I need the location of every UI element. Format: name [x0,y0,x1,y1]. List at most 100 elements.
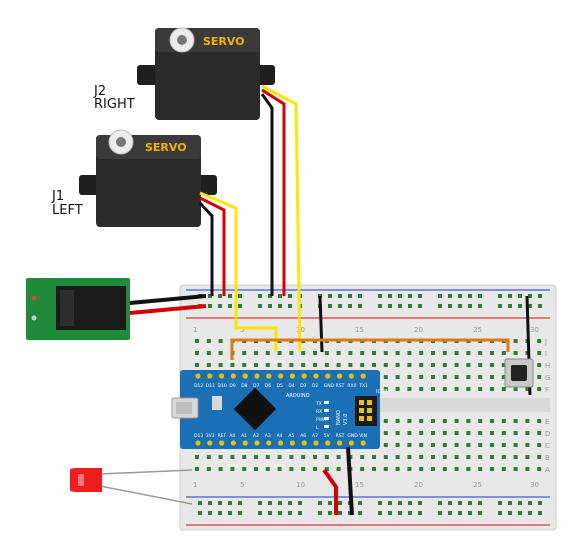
breadboard-hole [501,419,506,423]
breadboard-hole [383,419,388,423]
row-letter-i: I [545,350,547,358]
breadboard-hole [206,455,211,459]
breadboard-hole [289,467,294,471]
breadboard-hole [301,455,306,459]
arduino-bottom-pin-label: A2 [253,433,259,439]
row-letter-g: G [545,374,550,382]
breadboard-hole [508,304,512,308]
breadboard-hole [277,363,282,367]
breadboard-hole [288,501,292,505]
breadboard-hole [228,294,232,298]
breadboard-hole [490,419,494,423]
breadboard-hole [438,294,442,298]
breadboard-hole [254,363,258,367]
arduino-pin [266,440,272,446]
breadboard-hole [458,294,462,298]
breadboard-hole [478,419,483,423]
arduino-pin [230,440,236,446]
breadboard-hole [442,443,447,447]
breadboard-hole [228,501,232,505]
breadboard-hole [198,511,202,515]
breadboard-hole [238,304,242,308]
breadboard-hole [407,443,412,447]
breadboard-hole [289,363,294,367]
breadboard-hole [348,351,353,355]
breadboard-hole [268,511,272,515]
arduino-top-pin-label: GND [324,383,335,389]
arduino-pin [207,440,213,446]
breadboard-hole [525,455,530,459]
breadboard-hole [278,304,282,308]
breadboard-hole [208,304,212,308]
breadboard-hole [218,455,223,459]
breadboard-hole [442,419,447,423]
arduino-top-pin-label: TX1 [358,383,368,389]
breadboard-hole [518,501,522,505]
servo-left-name-label: LEFT [52,203,83,218]
breadboard-hole [407,375,412,379]
breadboard-hole [301,467,306,471]
led-anode-leg [99,469,193,475]
breadboard-hole [431,431,435,435]
breadboard-hole [372,351,376,355]
breadboard-hole [301,363,306,367]
breadboard-hole [490,363,494,367]
servo-right-horn-hub [177,35,187,45]
arduino-bottom-pin-label: RST [336,433,345,439]
breadboard-hole [360,455,365,459]
breadboard-hole [448,304,452,308]
breadboard-hole [242,455,247,459]
breadboard-hole [538,294,542,298]
breadboard-hole [242,351,247,355]
arduino-pin [360,373,366,379]
breadboard-hole [395,431,400,435]
column-number-5: 5 [240,326,244,334]
ground-jumper-to-nano [318,295,324,353]
breadboard-hole [395,467,400,471]
breadboard-hole [478,431,483,435]
row-letter-a: A [545,466,550,474]
arduino-bottom-pin-label: A6 [300,433,306,439]
breadboard-hole [431,419,435,423]
breadboard-hole [318,511,322,515]
icsp-pin [367,408,372,413]
breadboard-hole [258,501,262,505]
breadboard-hole [407,455,412,459]
breadboard-hole [513,467,518,471]
breadboard-hole [466,387,471,391]
breadboard-hole [513,419,518,423]
servo-right-brand: SERVO [203,35,245,48]
breadboard-hole [372,363,376,367]
breadboard-hole [313,467,317,471]
breadboard-hole [525,443,530,447]
breadboard-hole [513,387,518,391]
arduino-pin [219,373,225,379]
breadboard-hole [254,455,258,459]
breadboard-hole [468,304,472,308]
arduino-pin [219,440,225,446]
breadboard-hole [442,455,447,459]
dc-ground-wire [129,294,207,305]
arduino-pin [313,373,319,379]
arduino-top-pin-label: D4 [288,383,294,389]
breadboard-hole [218,511,222,515]
pushbutton [504,358,534,388]
breadboard-hole [518,304,522,308]
breadboard-hole [395,443,400,447]
breadboard-hole [206,363,211,367]
breadboard-hole [478,375,483,379]
breadboard-hole [525,387,530,391]
breadboard-hole [537,419,542,423]
red-led [70,468,193,505]
breadboard-hole [468,294,472,298]
breadboard-hole [478,304,482,308]
breadboard-hole [490,387,494,391]
breadboard-hole [448,501,452,505]
breadboard-hole [454,467,459,471]
breadboard-hole [383,467,388,471]
breadboard-hole [195,467,199,471]
breadboard-hole [336,455,341,459]
servo-left: SERVO [79,129,217,227]
arduino-pin [360,440,366,446]
